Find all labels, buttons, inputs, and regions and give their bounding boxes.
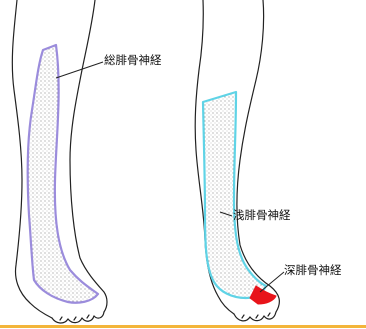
right-toes bbox=[234, 312, 276, 321]
label-common-peroneal-nerve: 総腓骨神経 bbox=[104, 55, 162, 67]
left-toes bbox=[52, 312, 104, 323]
superficial-peroneal-region bbox=[203, 92, 266, 298]
label-superficial-peroneal-nerve: 浅腓骨神経 bbox=[233, 210, 291, 222]
common-peroneal-region bbox=[28, 45, 98, 303]
left-leg-inner-contour bbox=[70, 0, 107, 312]
leader-common-peroneal bbox=[56, 62, 103, 78]
label-deep-peroneal-nerve: 深腓骨神経 bbox=[284, 265, 342, 277]
